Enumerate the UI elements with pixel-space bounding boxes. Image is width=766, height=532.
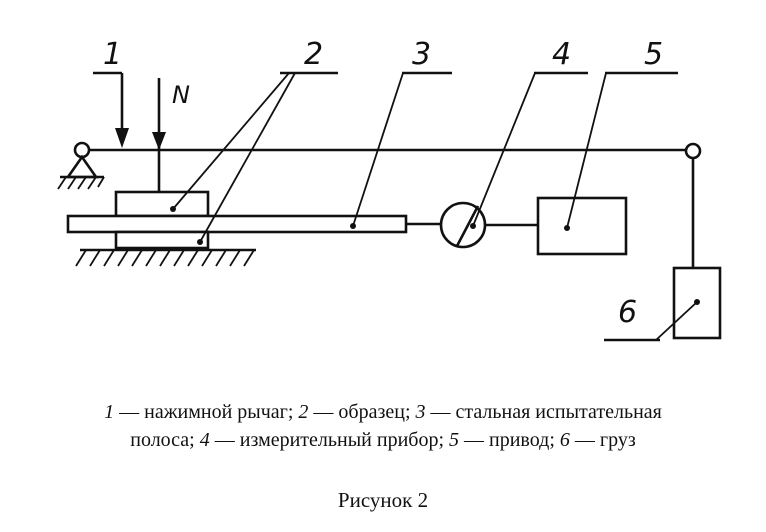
legend-text-1: — нажимной рычаг; — [114, 401, 299, 423]
figure-title: Рисунок 2 — [337, 488, 429, 512]
label-1: 1 — [103, 37, 122, 72]
measuring-gauge — [439, 201, 487, 249]
label-3-leader — [352, 72, 404, 227]
label-6: 6 — [618, 295, 637, 330]
label-2: 2 — [304, 37, 323, 72]
pivot-support — [65, 154, 99, 179]
legend-text-4: — измерительный прибор; — [209, 429, 450, 451]
base-ground-hatch — [75, 249, 255, 267]
lower-specimen — [114, 230, 210, 250]
legend-num-2: 2 — [298, 401, 309, 423]
label-4-leader — [472, 72, 536, 227]
legend-num-5: 5 — [449, 429, 460, 451]
legend-text-5: — привод; — [459, 429, 560, 451]
legend-num-4: 4 — [199, 429, 210, 451]
legend-text-6: — груз — [569, 429, 636, 451]
load-weight — [672, 266, 722, 340]
force-label: N — [172, 81, 190, 109]
drive-unit — [536, 196, 628, 256]
pivot-ground-hatch — [57, 176, 105, 190]
legend-num-1: 1 — [104, 401, 115, 423]
label-4: 4 — [552, 37, 571, 72]
label-3: 3 — [412, 37, 431, 72]
label-6-leader — [655, 301, 698, 341]
legend-line-1: 1 — нажимной рычаг; 2 — образец; 3 — ста… — [0, 398, 766, 426]
legend-text-2: — образец; — [308, 401, 416, 423]
legend-num-6: 6 — [559, 429, 570, 451]
legend-text-3: — стальная испытательная — [425, 401, 662, 423]
legend-line-2: полоса; 4 — измерительный прибор; 5 — пр… — [0, 426, 766, 454]
gauge-needle — [455, 205, 480, 247]
label-5: 5 — [644, 37, 663, 72]
label-2-leader-upper — [172, 72, 290, 210]
legend: 1 — нажимной рычаг; 2 — образец; 3 — ста… — [0, 398, 766, 454]
right-pivot — [684, 142, 702, 160]
label-2-leader-lower — [199, 72, 296, 243]
legend-text-3b: полоса; — [130, 429, 200, 451]
legend-num-3: 3 — [415, 401, 426, 423]
label-1-arrow-head — [115, 128, 129, 148]
schematic-diagram: N 1 2 3 4 — [57, 37, 722, 342]
force-arrow-head — [152, 132, 166, 150]
upper-specimen — [114, 190, 210, 218]
label-5-leader — [566, 72, 607, 229]
